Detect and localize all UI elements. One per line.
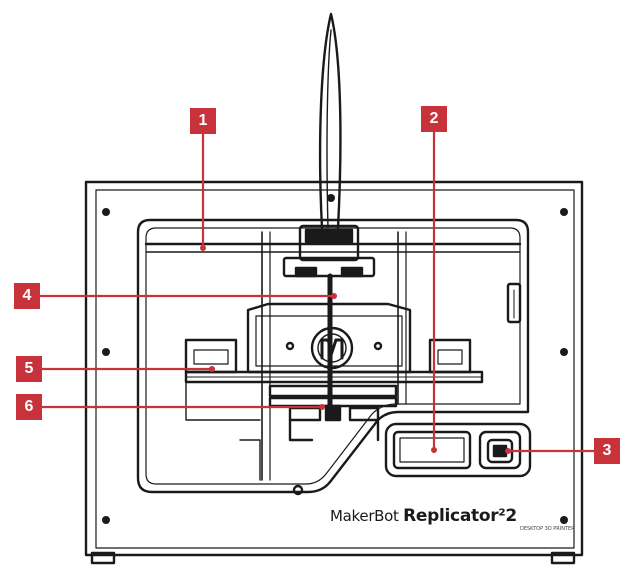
callout-1: 1 [190,108,216,134]
callout-4: 4 [14,283,40,309]
leader-lines [40,132,594,453]
lcd-screen [392,430,472,470]
filament-tube [318,12,342,230]
build-chamber [136,218,530,494]
plate-mechanism [268,384,398,442]
right-foot [550,551,576,565]
callout-5: 5 [16,356,42,382]
brand-model: Replicator²2 [403,506,517,526]
makerbot-m-logo-icon [310,326,354,370]
callout-3: 3 [594,438,620,464]
left-foot [90,551,116,565]
branding: MakerBot Replicator²2 DESKTOP 3D PRINTER [330,506,575,532]
printer-frame [84,180,584,557]
frame-screws [102,194,568,524]
callout-6: 6 [16,394,42,420]
brand-tagline: DESKTOP 3D PRINTER [520,526,575,532]
build-plate [184,338,484,384]
brand-maker: MakerBot [330,507,399,525]
spool-bracket [506,282,522,324]
callout-2: 2 [421,106,447,132]
